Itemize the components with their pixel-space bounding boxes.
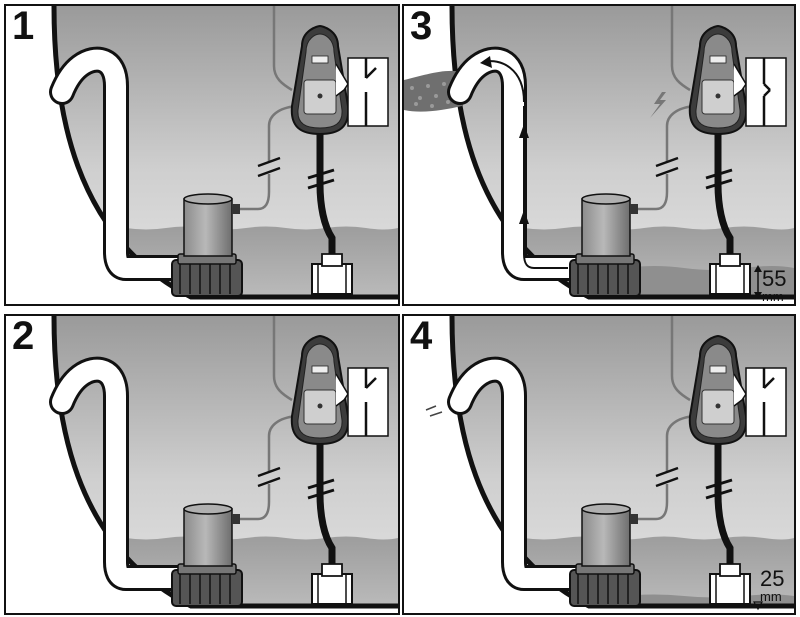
water-level-value: 25 bbox=[760, 566, 785, 591]
pump-cable bbox=[636, 484, 669, 521]
step-number: 2 bbox=[12, 314, 35, 358]
step-number: 4 bbox=[410, 314, 433, 358]
electrode-sensor bbox=[311, 253, 353, 295]
bilge-pump bbox=[171, 193, 243, 297]
panel-3: 3 55 mm bbox=[402, 4, 796, 306]
hose bbox=[450, 359, 589, 588]
cable-break-mark bbox=[705, 168, 733, 180]
water-level-label: 25 mm bbox=[760, 566, 785, 604]
hose bbox=[450, 49, 589, 278]
pump-cable-upper bbox=[665, 414, 695, 472]
flow-line bbox=[523, 106, 568, 269]
electrode-sensor bbox=[311, 563, 353, 605]
power-cable-top bbox=[670, 316, 691, 402]
power-cable-top bbox=[272, 316, 293, 402]
float-switch-sensor bbox=[688, 24, 748, 136]
water-drip bbox=[425, 405, 443, 417]
hose bbox=[52, 49, 191, 278]
pump-cable-upper bbox=[665, 104, 695, 162]
panel-1: 1 bbox=[4, 4, 400, 306]
flow-arrow-icon bbox=[519, 210, 529, 224]
bilge-pump bbox=[569, 503, 641, 607]
float-switch-sensor bbox=[290, 334, 350, 446]
pump-cable bbox=[238, 484, 271, 521]
switch-callout bbox=[347, 367, 389, 437]
cable-break-mark bbox=[655, 466, 679, 478]
cable-break-mark bbox=[705, 488, 733, 500]
water-level-label: 55 mm bbox=[762, 266, 787, 304]
flow-arrow-icon bbox=[480, 56, 492, 68]
cable-break-mark bbox=[257, 466, 281, 478]
cable-break-mark bbox=[257, 166, 281, 178]
bilge-pump bbox=[569, 193, 641, 297]
cable-break-mark bbox=[655, 166, 679, 178]
pump-cable-upper bbox=[267, 104, 297, 162]
panel-4: 4 25 mm bbox=[402, 314, 796, 615]
cable-break-mark bbox=[257, 156, 281, 168]
power-cable-top bbox=[272, 6, 293, 92]
level-marker-icon bbox=[752, 601, 764, 611]
switch-callout bbox=[745, 367, 787, 437]
cable-break-mark bbox=[307, 488, 335, 500]
water-level-unit: mm bbox=[762, 289, 784, 304]
cable-break-mark bbox=[307, 168, 335, 180]
switch-callout-closed bbox=[745, 57, 787, 127]
panel-2: 2 bbox=[4, 314, 400, 615]
cable-break-mark bbox=[705, 478, 733, 490]
cable-break-mark bbox=[257, 476, 281, 488]
bilge-pump bbox=[171, 503, 243, 607]
callout-pointer bbox=[335, 373, 349, 407]
scene-1 bbox=[6, 6, 398, 304]
cable-break-mark bbox=[307, 478, 335, 490]
electrode-sensor bbox=[709, 563, 751, 605]
cable-break-mark bbox=[655, 476, 679, 488]
scene-2 bbox=[6, 316, 398, 613]
water-level-value: 55 bbox=[762, 266, 787, 291]
hose bbox=[52, 359, 191, 588]
flow-arrow-icon bbox=[519, 124, 529, 138]
step-number: 3 bbox=[410, 4, 433, 48]
scene-4 bbox=[404, 316, 794, 613]
switch-callout bbox=[347, 57, 389, 127]
water-level-unit: mm bbox=[760, 589, 782, 604]
cable-break-mark bbox=[705, 178, 733, 190]
pump-cable bbox=[238, 174, 271, 211]
cable-break-mark bbox=[655, 156, 679, 168]
electrode-sensor bbox=[709, 253, 751, 295]
cable-break-mark bbox=[307, 178, 335, 190]
pump-cable bbox=[636, 174, 669, 211]
float-switch-sensor bbox=[290, 24, 350, 136]
water-spray bbox=[410, 82, 454, 108]
level-marker bbox=[754, 265, 762, 299]
step-number: 1 bbox=[12, 4, 35, 48]
float-switch-sensor bbox=[688, 334, 748, 446]
pump-cable-upper bbox=[267, 414, 297, 472]
callout-pointer bbox=[733, 63, 747, 97]
scene-3 bbox=[404, 6, 794, 304]
power-cable-top bbox=[670, 6, 691, 92]
callout-pointer bbox=[335, 63, 349, 97]
callout-pointer bbox=[733, 373, 747, 407]
